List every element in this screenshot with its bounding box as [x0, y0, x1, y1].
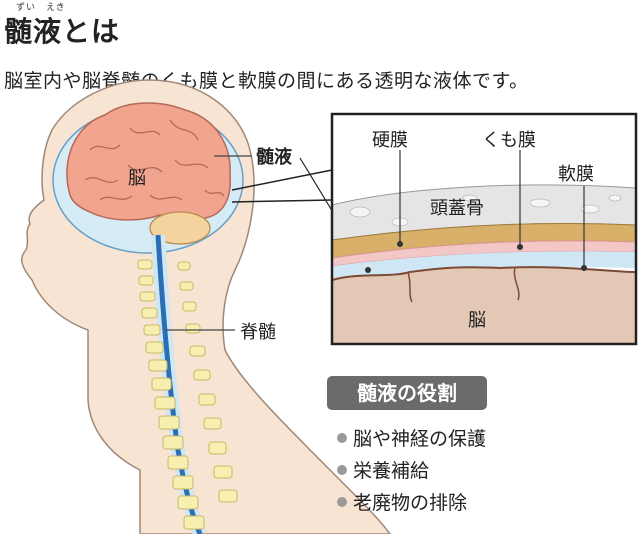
inset-brain-tissue	[332, 266, 636, 344]
role-item: 老廃物の排除	[337, 488, 467, 515]
label-inset-brain: 脳	[468, 310, 486, 331]
bullet-icon	[337, 432, 347, 443]
label-spinal-cord: 脊髄	[240, 322, 276, 343]
label-pia: 軟膜	[558, 164, 594, 185]
label-skull: 頭蓋骨	[430, 198, 484, 219]
bullet-icon	[337, 464, 347, 475]
zoom-line-bottom	[231, 199, 333, 203]
page-title: ずい えき 髄液とは	[4, 3, 121, 50]
brain-folds	[84, 119, 225, 201]
role-item: 栄養補給	[337, 456, 429, 483]
brain-shape	[66, 102, 231, 225]
inset-panel	[330, 112, 638, 346]
title-ruby-eki: えき	[46, 3, 66, 13]
bullet-icon	[337, 496, 347, 507]
label-dura: 硬膜	[372, 130, 408, 151]
vertebrae	[137, 259, 238, 530]
label-arachnoid: くも膜	[482, 130, 536, 151]
role-title: 髄液の役割	[327, 376, 487, 410]
title-text: 髄液とは	[4, 15, 121, 48]
label-brain: 脳	[128, 168, 146, 189]
role-item: 脳や神経の保護	[337, 424, 486, 451]
label-csf: 髄液	[256, 147, 292, 168]
title-ruby-zui: ずい	[16, 3, 37, 13]
zoom-line-top	[231, 169, 333, 191]
